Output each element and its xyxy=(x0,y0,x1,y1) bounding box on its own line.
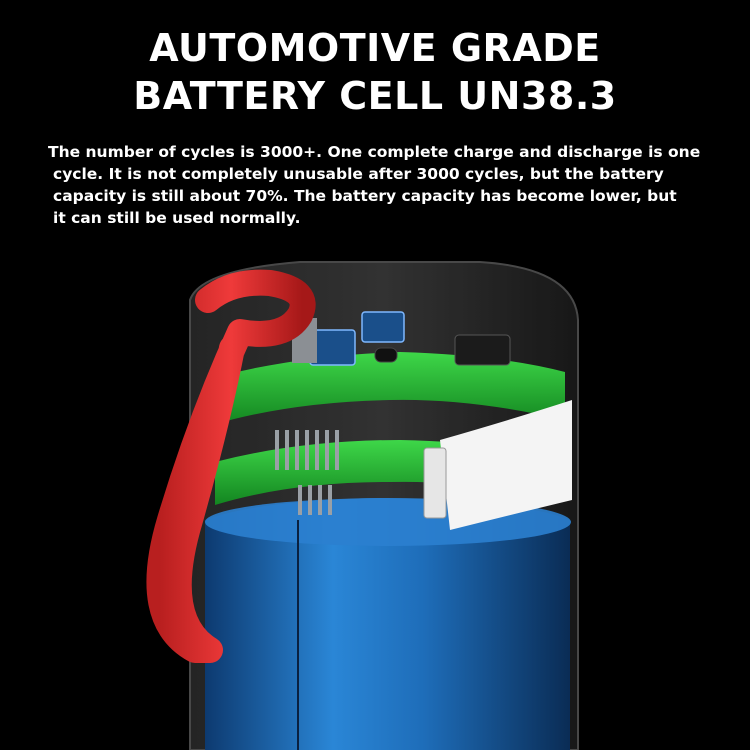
headline-line-1: AUTOMOTIVE GRADE xyxy=(149,26,601,70)
usb-ports xyxy=(309,311,405,366)
pin-header-array xyxy=(275,430,339,515)
battery-cell xyxy=(205,498,570,750)
display-chip xyxy=(454,334,511,366)
lanyard-strap xyxy=(146,269,316,663)
description-line-4: it can still be used normally. xyxy=(53,209,301,227)
headline: AUTOMOTIVE GRADE BATTERY CELL UN38.3 xyxy=(0,24,750,120)
latch-clip xyxy=(423,447,447,519)
description-line-2: cycle. It is not completely unusable aft… xyxy=(53,165,664,183)
upper-circuit-board xyxy=(212,352,565,425)
headline-line-2: BATTERY CELL UN38.3 xyxy=(133,74,617,118)
description-line-1: The number of cycles is 3000+. One compl… xyxy=(48,143,701,161)
description: The number of cycles is 3000+. One compl… xyxy=(48,141,728,229)
casing-label-panel xyxy=(440,400,572,530)
description-line-3: capacity is still about 70%. The battery… xyxy=(53,187,677,205)
type-c-port xyxy=(374,347,398,363)
